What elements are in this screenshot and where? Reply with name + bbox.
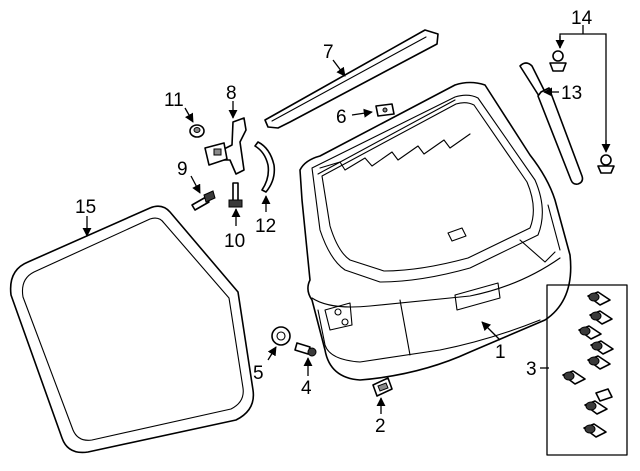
side-seal-strip	[254, 141, 276, 193]
kit-bolt-a	[587, 291, 611, 306]
callout-3: 3	[526, 359, 537, 380]
kit-clip	[595, 388, 613, 402]
adjuster-stud	[294, 342, 317, 357]
fastener-kit-box	[546, 284, 628, 456]
callout-8: 8	[226, 83, 237, 104]
callout-1: 1	[495, 342, 506, 363]
gas-strut	[519, 62, 584, 185]
callout-10: 10	[224, 231, 245, 252]
kit-bolt-d	[590, 340, 614, 355]
callout-12: 12	[255, 216, 276, 237]
glass-weatherstrip	[9, 205, 255, 454]
bolt-9	[191, 190, 216, 211]
callout-15: 15	[75, 197, 96, 218]
spoiler-trim-strip	[264, 29, 439, 129]
kit-bolt-h	[583, 423, 607, 438]
callout-6: 6	[336, 107, 347, 128]
callout-9: 9	[177, 159, 188, 180]
callout-5: 5	[253, 363, 264, 384]
liftgate-panel	[299, 81, 572, 381]
callout-14: 14	[571, 8, 593, 29]
retainer-clip	[372, 377, 393, 397]
hex-nut	[189, 124, 205, 138]
kit-bolt-f	[562, 370, 586, 385]
kit-bolt-e	[587, 355, 611, 370]
kit-bolt-b	[589, 310, 613, 325]
callout-7: 7	[323, 42, 334, 63]
callout-2: 2	[375, 416, 386, 437]
kit-bolt-c	[578, 325, 602, 340]
leader-lines	[82, 25, 611, 414]
trim-clip	[375, 103, 395, 117]
rubber-bumper	[271, 326, 291, 346]
ball-stud-lower	[597, 154, 615, 174]
bolt-10	[228, 182, 243, 208]
ball-stud-upper	[549, 50, 567, 72]
callout-13: 13	[561, 83, 582, 104]
kit-bolt-g	[584, 400, 608, 415]
callout-labels: 1 2 3 4 5 6 7 8 9 10 11 12 13 14 15	[75, 8, 593, 437]
striker-bracket	[204, 117, 247, 175]
callout-4: 4	[301, 378, 312, 399]
callout-11: 11	[164, 90, 184, 111]
